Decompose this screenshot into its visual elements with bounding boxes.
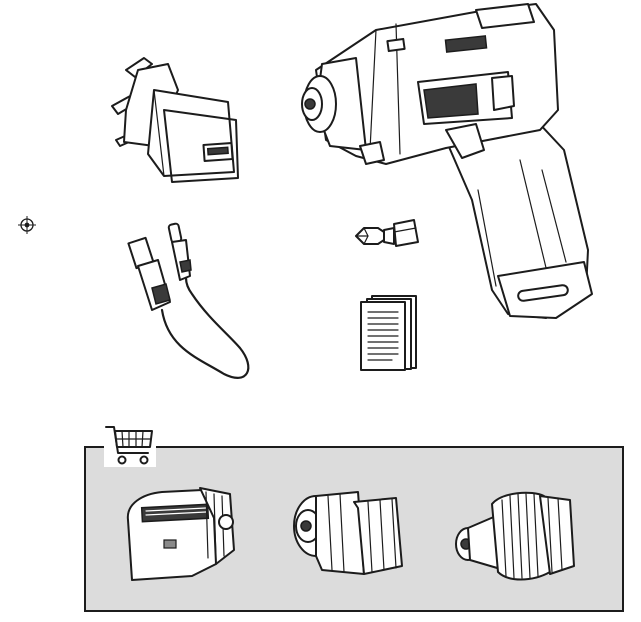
plug-charger-icon [108,50,258,185]
torque-adapter-icon [452,486,576,586]
usb-cable-icon [127,218,268,388]
screwdriver-icon [296,0,616,330]
registration-mark-icon [18,216,36,234]
offset-adapter-icon [288,484,408,584]
screwdriver-bit-icon [354,218,420,250]
angle-adapter-icon [122,480,242,586]
manual-documents-icon [358,294,420,372]
shopping-cart-icon [104,423,156,467]
